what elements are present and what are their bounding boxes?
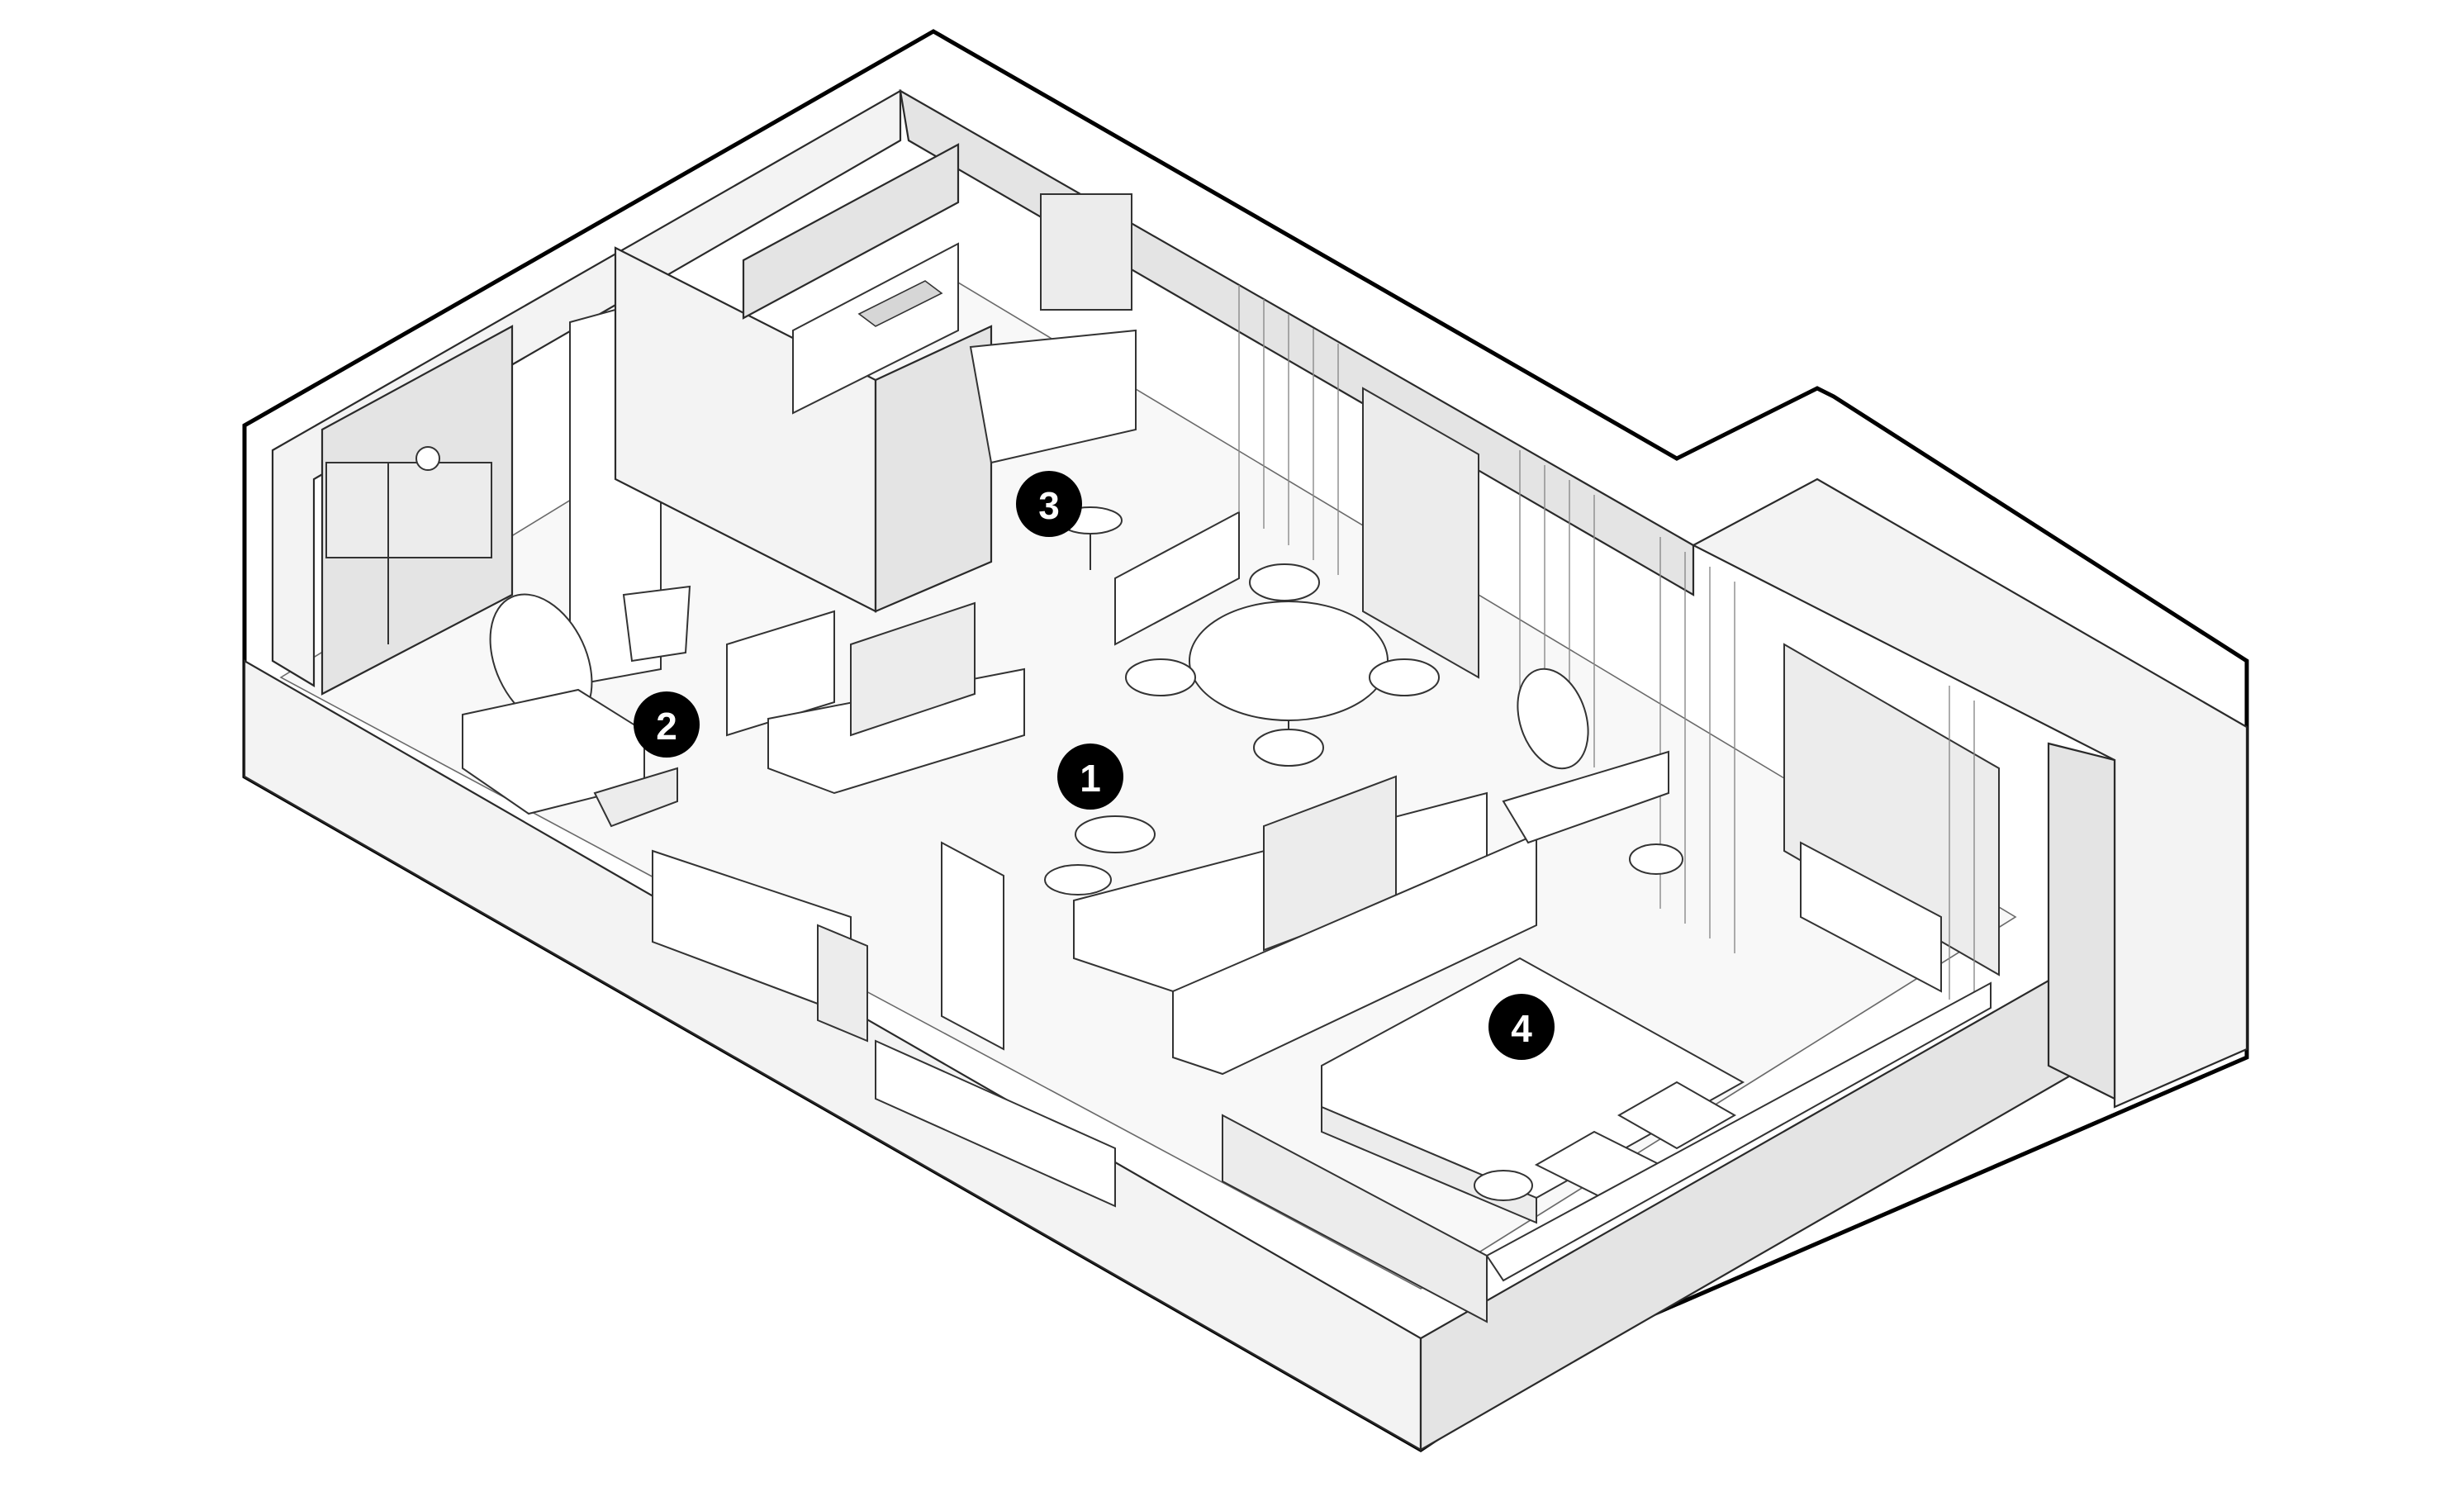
radiator-kitchen bbox=[969, 329, 1137, 464]
tv-panel bbox=[850, 601, 976, 737]
entrance bbox=[652, 849, 1116, 1208]
curtains-left bbox=[1238, 285, 1339, 575]
chair-4 bbox=[1253, 729, 1324, 767]
marker-4: 4 bbox=[1488, 994, 1555, 1060]
marker-2-circle bbox=[634, 691, 700, 758]
partition-side bbox=[874, 325, 993, 613]
window-bedroom bbox=[1783, 643, 2000, 976]
bath-step bbox=[593, 767, 678, 828]
bed bbox=[1321, 957, 1745, 1200]
door-panel bbox=[941, 841, 1004, 1051]
side-table-1 bbox=[1075, 815, 1156, 853]
living-area bbox=[941, 775, 1537, 1076]
low-wall bbox=[1222, 1114, 1488, 1323]
marker-4-circle bbox=[1488, 994, 1555, 1060]
shower-head-icon bbox=[415, 446, 440, 471]
headboard-bench bbox=[1485, 981, 1992, 1282]
chair-1 bbox=[1125, 658, 1196, 696]
shower-niche bbox=[325, 462, 492, 558]
storage-bench bbox=[726, 610, 835, 737]
central-partition bbox=[614, 246, 1025, 795]
toilet bbox=[622, 585, 691, 663]
entry-wall-2 bbox=[875, 1039, 1116, 1208]
marker-1-label: 1 bbox=[1080, 757, 1101, 800]
kitchen-upper-cabinets bbox=[742, 143, 960, 320]
chair-2 bbox=[1249, 563, 1320, 601]
dining-table bbox=[1189, 601, 1389, 721]
window-dining bbox=[1362, 387, 1479, 679]
windows bbox=[1238, 285, 2000, 1014]
desk-chair bbox=[1629, 843, 1683, 875]
marker-2: 2 bbox=[634, 691, 700, 758]
marker-1-circle bbox=[1057, 744, 1123, 810]
marker-3: 3 bbox=[1016, 471, 1082, 537]
kitchen-window bbox=[1040, 193, 1132, 311]
vanity-desk bbox=[1502, 750, 1669, 844]
side-table-2 bbox=[1044, 864, 1112, 896]
vanity-mirror bbox=[1517, 667, 1589, 770]
kitchen bbox=[742, 143, 1137, 570]
marker-3-label: 3 bbox=[1038, 484, 1060, 527]
dining-area bbox=[1114, 511, 1440, 767]
entry-door bbox=[817, 924, 868, 1043]
tv-cabinet bbox=[767, 667, 1025, 795]
nightstand bbox=[1474, 1170, 1533, 1201]
radiator-bedroom bbox=[1800, 841, 1942, 993]
chair-3 bbox=[1369, 658, 1440, 696]
cooktop bbox=[857, 280, 943, 327]
bathroom bbox=[320, 296, 691, 828]
bedroom bbox=[1222, 667, 1992, 1323]
marker-1: 1 bbox=[1057, 744, 1123, 810]
marker-3-circle bbox=[1016, 471, 1082, 537]
marker-2-label: 2 bbox=[656, 705, 677, 748]
sideboard bbox=[1114, 511, 1240, 646]
marker-4-label: 4 bbox=[1511, 1007, 1532, 1050]
pillow-2 bbox=[1617, 1081, 1737, 1150]
media-unit bbox=[1172, 833, 1537, 1076]
wall-right-return bbox=[2047, 742, 2116, 1100]
